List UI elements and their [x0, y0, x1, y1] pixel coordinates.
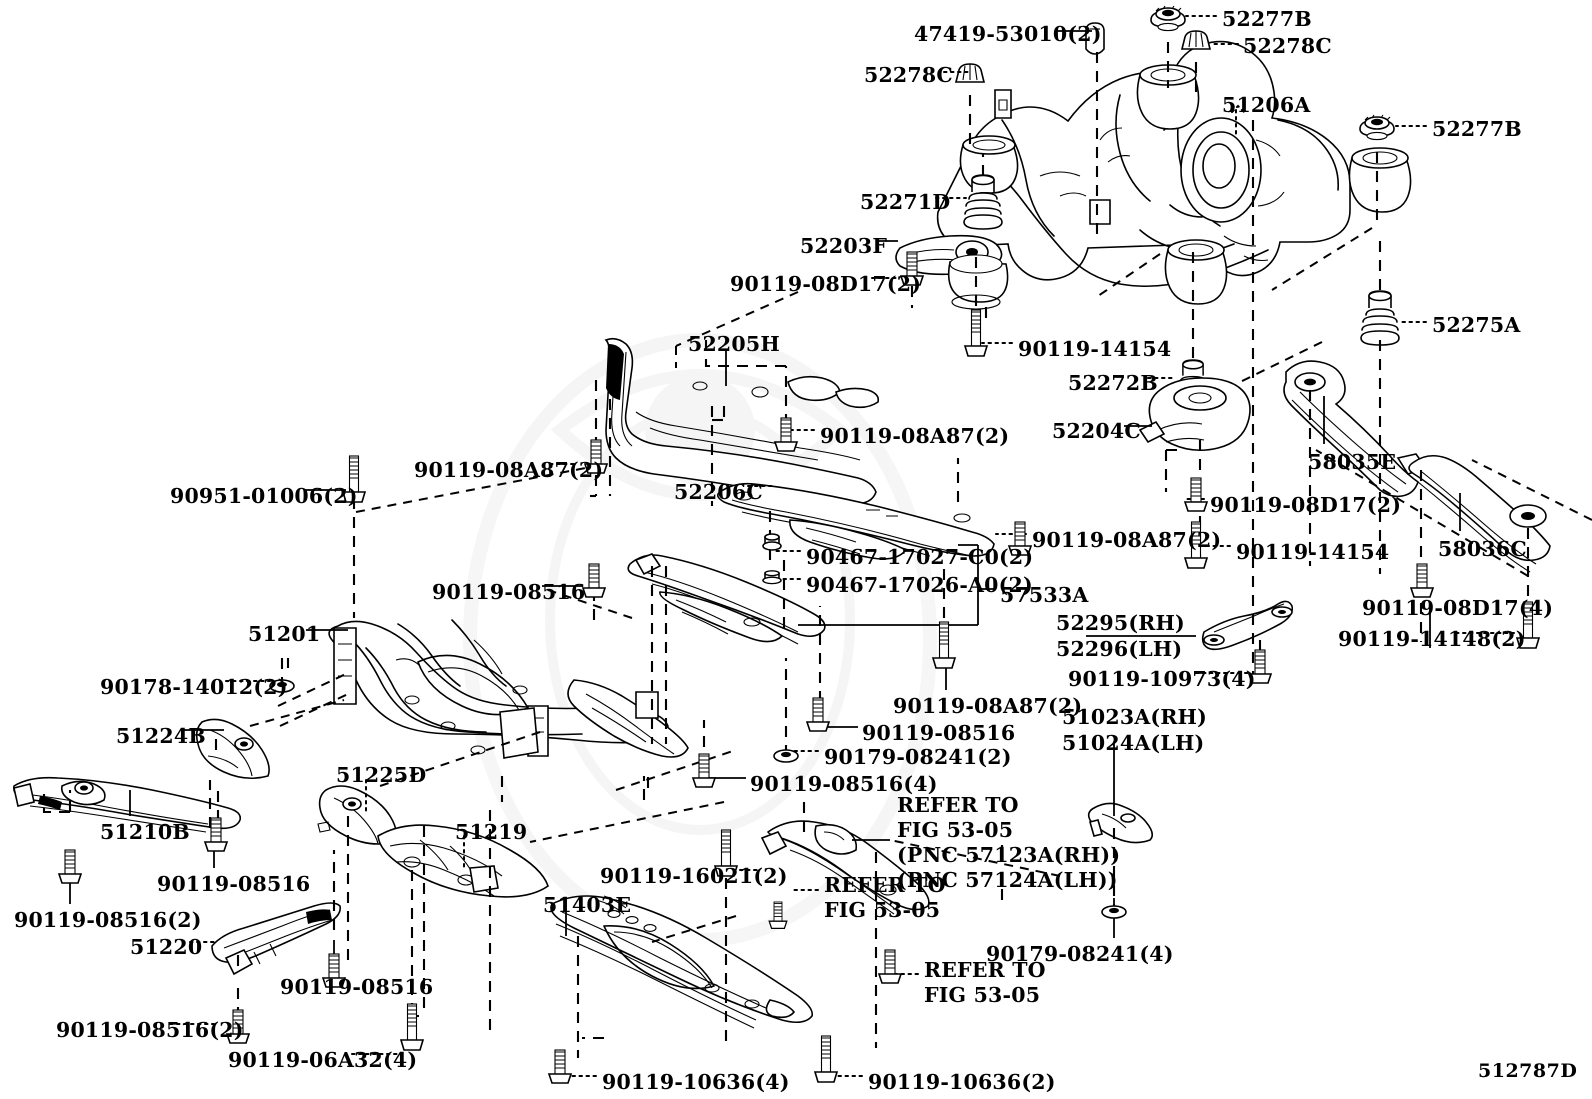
- part-label-l12: 52205H: [688, 332, 780, 356]
- part-label-l37: 51024A(LH): [1062, 731, 1205, 755]
- part-label-l41: 51225D: [336, 763, 427, 787]
- part-label-l13: 52272B: [1068, 371, 1158, 395]
- part-label-l45: FIG 53-05: [897, 818, 1014, 842]
- part-label-l50: 90119-16021(2): [600, 864, 788, 888]
- part-label-l4: 52278C: [864, 63, 953, 87]
- part-label-l20: 90119-08D17(2): [1210, 493, 1402, 517]
- part-label-l34: 90178-14012(2): [100, 675, 288, 699]
- part-label-l23: 58036C: [1438, 537, 1527, 561]
- part-label-l5: 51206A: [1222, 93, 1311, 117]
- figure-code: 512787D: [1478, 1060, 1578, 1082]
- part-57533A-bracket-assembly: [627, 553, 826, 645]
- part-label-l30: 51201: [248, 622, 321, 646]
- part-label-l6: 52277B: [1432, 117, 1522, 141]
- part-57123A-arm: [760, 820, 930, 915]
- assembly-dashed-lines: [42, 42, 1592, 1058]
- part-label-l54: 90119-08516(2): [14, 908, 202, 932]
- part-label-l36: 51023A(RH): [1062, 705, 1208, 729]
- part-label-l1: 47419-53010(2): [914, 22, 1102, 46]
- part-label-l21: 90119-08A87(2): [1032, 528, 1222, 552]
- part-label-l35: 90119-08A87(2): [893, 694, 1083, 718]
- part-label-l46: (PNC 57123A(RH)): [897, 843, 1121, 867]
- part-51225D-bracket: [317, 785, 398, 845]
- part-label-l60: 90119-08516(2): [56, 1018, 244, 1042]
- part-51403E-under-cover: [550, 895, 814, 1029]
- part-51201-front-crossmember: [328, 619, 689, 759]
- part-label-l58: 90179-08241(4): [986, 942, 1174, 966]
- part-label-l19: 52206C: [674, 480, 763, 504]
- part-label-l57: FIG 53-05: [924, 983, 1041, 1007]
- part-label-l7: 52271D: [860, 190, 951, 214]
- part-label-l51: REFER TO: [824, 873, 946, 897]
- part-label-l56: REFER TO: [924, 958, 1046, 982]
- part-label-l43: 51219: [455, 820, 528, 844]
- part-label-l38: 90119-08516: [862, 721, 1016, 745]
- part-label-l63: 90119-10636(2): [868, 1070, 1056, 1094]
- part-label-l55: 51220: [130, 935, 203, 959]
- part-label-l22: 90467-17027-C0(2): [806, 545, 1034, 569]
- part-label-l27: 90119-08516: [432, 580, 586, 604]
- part-label-l28: 52295(RH): [1056, 611, 1185, 635]
- part-label-l59: 90119-08516: [280, 975, 434, 999]
- part-52275A-cushion: [1360, 290, 1400, 346]
- part-label-l61: 90119-06A32(4): [228, 1048, 418, 1072]
- part-label-l42: 90119-08516(4): [750, 772, 938, 796]
- part-label-l52: FIG 53-05: [824, 898, 941, 922]
- part-label-l25: 90467-17026-A0(2): [806, 573, 1033, 597]
- part-58036C-brace: [1408, 454, 1551, 573]
- part-52295-stay: [1201, 600, 1294, 651]
- part-label-l15: 90119-08A87(2): [820, 424, 1010, 448]
- part-label-l17: 90119-08A87(2): [414, 458, 604, 482]
- part-label-l49: 90119-08516: [157, 872, 311, 896]
- part-label-l44: REFER TO: [897, 793, 1019, 817]
- part-label-l62: 90119-10636(4): [602, 1070, 790, 1094]
- part-51206A-rear-crossmember: [936, 40, 1412, 305]
- part-58035E-brace: [1283, 360, 1428, 498]
- part-label-l32: 90119-14148(2): [1338, 627, 1526, 651]
- part-label-l10: 52275A: [1432, 313, 1521, 337]
- part-label-l2: 52277B: [1222, 7, 1312, 31]
- part-label-l33: 90119-10973(4): [1068, 667, 1256, 691]
- part-label-l8: 52203F: [800, 234, 888, 258]
- part-51224B-bracket: [195, 718, 270, 780]
- part-52206C-crossmember: [716, 482, 995, 560]
- part-51220-brace: [211, 902, 342, 976]
- part-label-l40: 90179-08241(2): [824, 745, 1012, 769]
- leader-lines: [69, 15, 1515, 1077]
- part-52205H-crossmember: [604, 337, 880, 505]
- part-52204C-bracket: [1138, 377, 1251, 452]
- part-51023A-bracket: [1087, 802, 1154, 844]
- part-label-l47: (PNC 57124A(LH)): [897, 868, 1118, 892]
- part-label-l9: 90119-08D17(2): [730, 272, 922, 296]
- part-label-l48: 51210B: [100, 820, 190, 844]
- part-label-l24: 90119-14154: [1236, 540, 1390, 564]
- part-label-l53: 51403E: [543, 893, 632, 917]
- part-label-l16: 58035E: [1308, 450, 1397, 474]
- part-label-l26: 57533A: [1000, 583, 1089, 607]
- part-label-l29: 52296(LH): [1056, 637, 1183, 661]
- part-label-l31: 90119-08D17(4): [1362, 596, 1554, 620]
- part-label-l11: 90119-14154: [1018, 337, 1172, 361]
- part-label-l14: 52204C: [1052, 419, 1141, 443]
- part-label-l18: 90951-01006(2): [170, 484, 358, 508]
- part-label-l39: 51224B: [116, 724, 206, 748]
- part-label-l3: 52278C: [1243, 34, 1332, 58]
